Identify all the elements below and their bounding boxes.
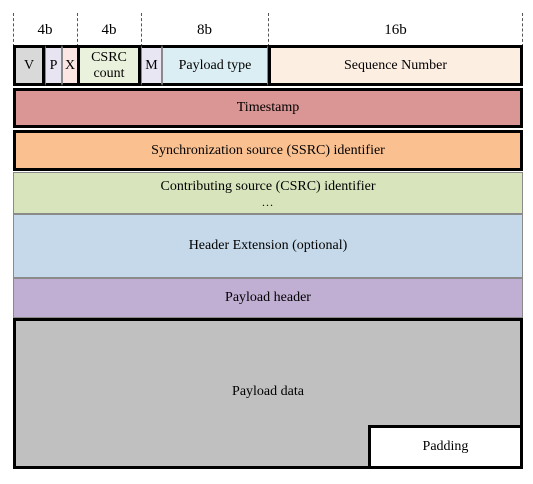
csrc-label: Contributing source (CSRC) identifier <box>160 179 376 194</box>
payload-type-field: Payload type <box>162 45 268 86</box>
bit-width-label-4b-second: 4b <box>101 22 117 38</box>
csrc-count-label-line2: count <box>93 65 125 81</box>
csrc-field: Contributing source (CSRC) identifier … <box>13 172 523 214</box>
payload-data-field: Payload data <box>13 318 523 469</box>
ssrc-field: Synchronization source (SSRC) identifier <box>13 130 523 171</box>
padding-bit-field: P <box>45 45 62 86</box>
csrc-count-field: CSRC count <box>77 45 141 86</box>
csrc-continuation-dots: … <box>261 195 275 209</box>
sequence-number-label: Sequence Number <box>343 57 448 73</box>
sequence-number-field: Sequence Number <box>268 45 523 86</box>
marker-field: M <box>141 45 162 86</box>
timestamp-field: Timestamp <box>13 88 523 128</box>
timestamp-label: Timestamp <box>236 100 300 115</box>
bit-divider <box>141 13 142 47</box>
extension-bit-label: X <box>64 57 76 73</box>
bit-width-label-4b-first: 4b <box>37 22 53 38</box>
bit-divider <box>13 13 14 47</box>
version-label: V <box>23 57 35 73</box>
padding-label: Padding <box>422 439 469 454</box>
header-extension-field: Header Extension (optional) <box>13 214 523 278</box>
csrc-count-label-line1: CSRC <box>91 49 127 65</box>
version-field: V <box>13 45 45 86</box>
padding-field: Padding <box>368 425 523 469</box>
padding-bit-label: P <box>49 57 58 73</box>
bit-divider <box>268 13 269 47</box>
bit-divider <box>77 13 78 47</box>
extension-bit-field: X <box>62 45 78 86</box>
payload-data-label: Payload data <box>232 383 304 399</box>
bit-width-label-16b: 16b <box>384 22 407 38</box>
payload-type-label: Payload type <box>178 57 252 73</box>
bit-width-label-8b: 8b <box>197 22 212 38</box>
payload-header-field: Payload header <box>13 278 523 318</box>
ssrc-label: Synchronization source (SSRC) identifier <box>151 142 385 158</box>
header-extension-label: Header Extension (optional) <box>188 238 348 253</box>
marker-label: M <box>145 57 158 73</box>
payload-header-label: Payload header <box>225 290 311 305</box>
bit-divider <box>522 13 523 47</box>
